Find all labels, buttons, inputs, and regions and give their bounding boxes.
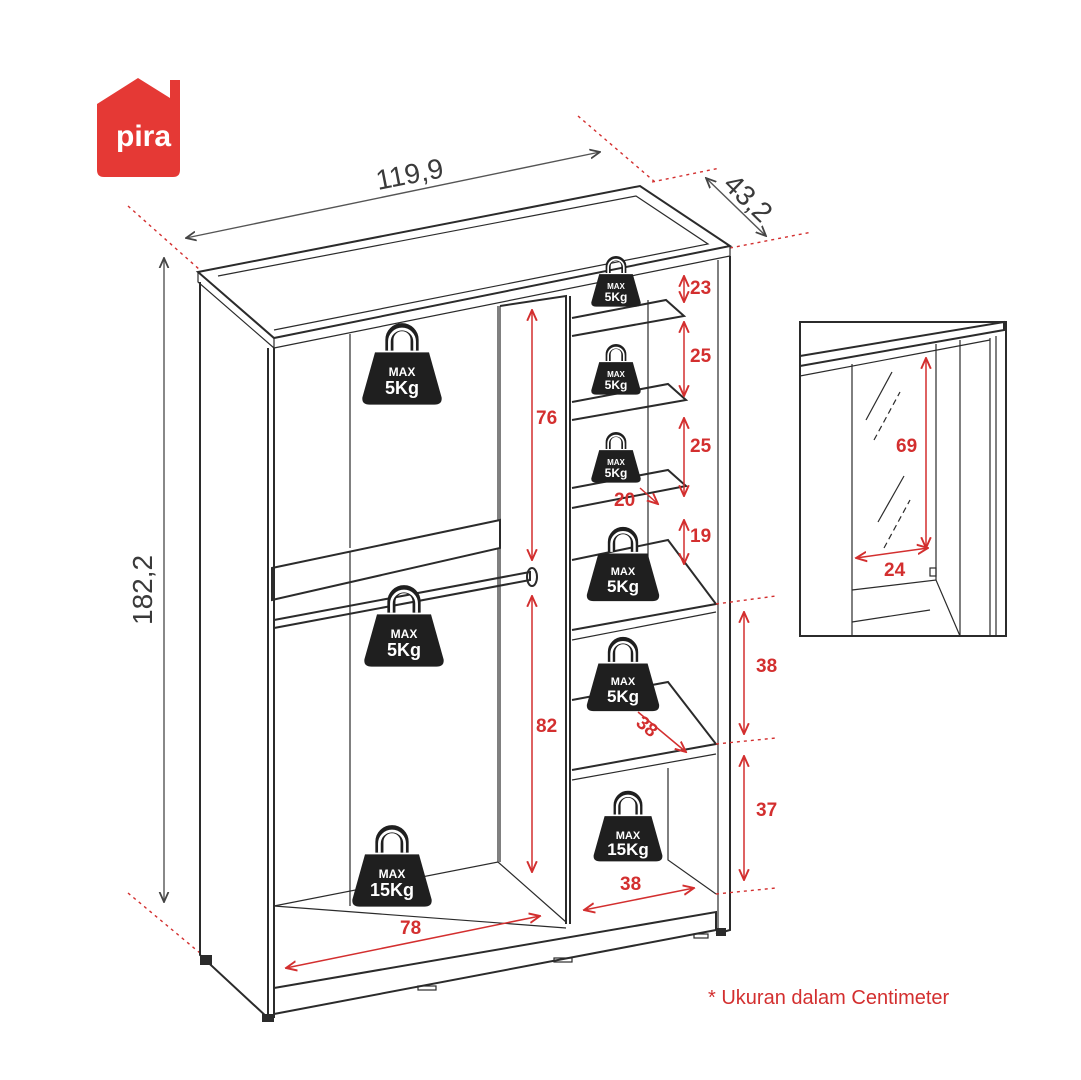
mirror-width: 24 — [884, 560, 906, 581]
wardrobe-body — [195, 184, 733, 1022]
weight-icon: MAX 5Kg — [587, 531, 659, 602]
weight-max-label: MAX — [616, 830, 641, 842]
weight-value-label: 5Kg — [605, 466, 628, 480]
lower-gap-1: 38 — [756, 656, 777, 677]
weight-value-label: 15Kg — [607, 840, 649, 859]
weight-icon: MAX 5Kg — [364, 589, 443, 666]
lower-shelf-depth: 38 — [632, 712, 662, 742]
weight-max-label: MAX — [379, 867, 406, 881]
shelf-gap-1: 23 — [690, 278, 711, 299]
brand-name: pira — [116, 120, 171, 153]
weight-value-label: 5Kg — [605, 378, 628, 392]
shelf-gap-3: 25 — [690, 436, 712, 457]
weight-max-label: MAX — [607, 458, 625, 467]
weight-value-label: 5Kg — [605, 290, 628, 304]
weight-icon: MAX 5Kg — [591, 258, 640, 306]
weight-max-label: MAX — [611, 676, 636, 688]
weight-icon: MAX 15Kg — [352, 829, 431, 906]
weight-value-label: 15Kg — [370, 880, 414, 900]
shelf-depth-small: 20 — [614, 490, 635, 511]
weight-max-label: MAX — [607, 370, 625, 379]
left-lower-height: 82 — [536, 716, 557, 737]
weight-icon: MAX 5Kg — [362, 327, 441, 404]
weight-icon: MAX 15Kg — [594, 794, 663, 861]
mirror-height: 69 — [896, 436, 917, 457]
unit-footnote: * Ukuran dalam Centimeter — [708, 987, 950, 1009]
weight-icon: MAX 5Kg — [587, 641, 659, 712]
shelf-gap-2: 25 — [690, 346, 712, 367]
mirror-detail-inset: 69 24 — [799, 320, 1007, 637]
overall-depth-label: 43,2 — [718, 168, 779, 228]
weight-max-label: MAX — [607, 282, 625, 291]
weight-value-label: 5Kg — [607, 687, 639, 706]
overall-width-label: 119,9 — [373, 152, 446, 195]
weight-value-label: 5Kg — [385, 378, 419, 398]
weight-value-label: 5Kg — [607, 577, 639, 596]
weight-icon: MAX 5Kg — [591, 346, 640, 394]
right-bottom-width: 38 — [620, 874, 641, 895]
weight-value-label: 5Kg — [387, 640, 421, 660]
pira-logo: pira — [97, 78, 180, 177]
left-upper-height: 76 — [536, 408, 557, 429]
weight-icon: MAX 5Kg — [591, 434, 640, 482]
inner-dimensions: 76 82 78 23 25 25 19 20 38 37 38 38 — [286, 276, 777, 968]
shelf-gap-4: 19 — [690, 526, 711, 547]
weight-badges: MAX 5Kg MAX 5Kg MAX 15Kg MAX 5Kg MAX 5Kg… — [352, 258, 662, 906]
weight-max-label: MAX — [391, 627, 418, 641]
lower-gap-2: 37 — [756, 800, 777, 821]
weight-max-label: MAX — [389, 365, 416, 379]
house-logo-icon — [97, 78, 180, 177]
weight-max-label: MAX — [611, 566, 636, 578]
overall-height-label: 182,2 — [127, 555, 158, 625]
left-bottom-width: 78 — [400, 918, 421, 939]
